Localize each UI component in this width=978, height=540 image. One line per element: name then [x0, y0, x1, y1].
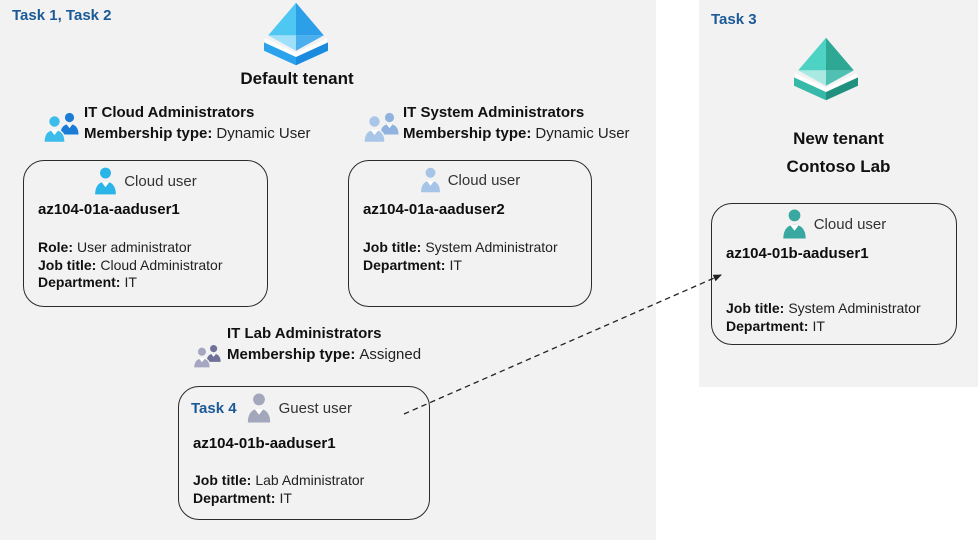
user-type-label: Guest user	[278, 399, 352, 417]
task-1-2-label: Task 1, Task 2	[12, 7, 112, 24]
user-group-icon	[193, 345, 221, 369]
attribute-value: System Administrator	[425, 239, 558, 255]
attribute-label: Department:	[38, 274, 121, 290]
group-it-cloud-administrators: IT Cloud Administrators Membership type:…	[43, 102, 311, 145]
attribute-label: Job title:	[726, 300, 785, 316]
membership-type-label: Membership type:	[84, 125, 213, 142]
membership-type-value: Dynamic User	[216, 125, 311, 142]
membership-type-value: Dynamic User	[535, 125, 630, 142]
attribute-value: IT	[124, 274, 137, 290]
user-card-aaduser2: Cloud user az104-01a-aaduser2 Job title:…	[348, 160, 592, 307]
guest-user-icon	[247, 393, 270, 423]
user-group-icon	[43, 112, 79, 144]
username: az104-01b-aaduser1	[193, 435, 336, 452]
attribute-value: Lab Administrator	[255, 472, 365, 488]
attribute-value: IT	[812, 317, 825, 334]
azure-tenant-diamond-icon-teal	[794, 37, 858, 101]
user-attributes: Role:User administrator Job title:Cloud …	[38, 239, 223, 292]
membership-type: Membership type:Assigned	[227, 344, 421, 366]
membership-type-label: Membership type:	[227, 346, 356, 363]
task-4-label: Task 4	[191, 399, 237, 417]
user-attributes: Job title:System Administrator Departmen…	[363, 239, 558, 274]
group-title: IT System Administrators	[403, 104, 585, 121]
username: az104-01a-aaduser1	[38, 201, 180, 218]
cloud-user-icon	[783, 209, 806, 239]
user-attributes: Job title:Lab Administrator Department:I…	[193, 472, 364, 507]
group-title: IT Lab Administrators	[227, 325, 382, 342]
attribute-label: Job title:	[363, 239, 422, 255]
username: az104-01a-aaduser2	[363, 201, 505, 218]
attribute-label: Role:	[38, 239, 73, 255]
new-tenant-title-line1: New tenant	[793, 129, 884, 148]
attribute-row: Department:IT	[726, 318, 921, 336]
cloud-user-icon	[95, 167, 117, 195]
user-card-aaduser1: Cloud user az104-01a-aaduser1 Role:User …	[23, 160, 268, 307]
task-3-label: Task 3	[711, 11, 757, 28]
attribute-row: Job title:Cloud Administrator	[38, 257, 223, 275]
attribute-label: Department:	[726, 317, 809, 334]
attribute-value: IT	[279, 489, 292, 506]
attribute-row: Job title:System Administrator	[363, 239, 558, 257]
attribute-label: Department:	[193, 489, 276, 506]
group-it-system-administrators: IT System Administrators Membership type…	[363, 102, 630, 145]
user-type-label: Cloud user	[813, 215, 887, 233]
attribute-label: Department:	[363, 256, 446, 273]
membership-type: Membership type:Dynamic User	[84, 123, 311, 145]
user-type-label: Cloud user	[447, 171, 521, 189]
default-tenant-panel	[0, 0, 656, 540]
new-tenant-title-line2: Contoso Lab	[786, 157, 891, 176]
attribute-value: IT	[449, 256, 462, 273]
attribute-row: Role:User administrator	[38, 239, 223, 257]
membership-type: Membership type:Dynamic User	[403, 123, 630, 145]
attribute-value: System Administrator	[788, 300, 921, 316]
new-tenant-user-card: Cloud user az104-01b-aaduser1 Job title:…	[711, 203, 957, 345]
user-attributes: Job title:System Administrator Departmen…	[726, 300, 921, 335]
membership-type-label: Membership type:	[403, 125, 532, 142]
guest-user-card: Task 4 Guest user az104-01b-aaduser1 Job…	[178, 386, 430, 520]
attribute-label: Job title:	[38, 256, 97, 273]
cloud-user-icon	[420, 167, 440, 193]
attribute-row: Department:IT	[363, 257, 558, 275]
attribute-value: Cloud Administrator	[100, 256, 223, 273]
username: az104-01b-aaduser1	[726, 245, 869, 262]
default-tenant-title: Default tenant	[240, 69, 354, 88]
group-it-lab-administrators: IT Lab Administrators Membership type:As…	[192, 323, 421, 369]
user-group-icon	[363, 112, 399, 144]
group-title: IT Cloud Administrators	[84, 104, 255, 121]
membership-type-value: Assigned	[359, 346, 422, 363]
user-type-label: Cloud user	[124, 172, 197, 190]
attribute-label: Job title:	[193, 472, 252, 488]
azure-tenant-diamond-icon	[264, 2, 328, 66]
attribute-row: Job title:System Administrator	[726, 300, 921, 318]
new-tenant-title: New tenant Contoso Lab	[699, 125, 978, 181]
attribute-row: Department:IT	[193, 490, 364, 508]
attribute-row: Department:IT	[38, 274, 223, 292]
attribute-row: Job title:Lab Administrator	[193, 472, 364, 490]
attribute-value: User administrator	[77, 239, 192, 255]
